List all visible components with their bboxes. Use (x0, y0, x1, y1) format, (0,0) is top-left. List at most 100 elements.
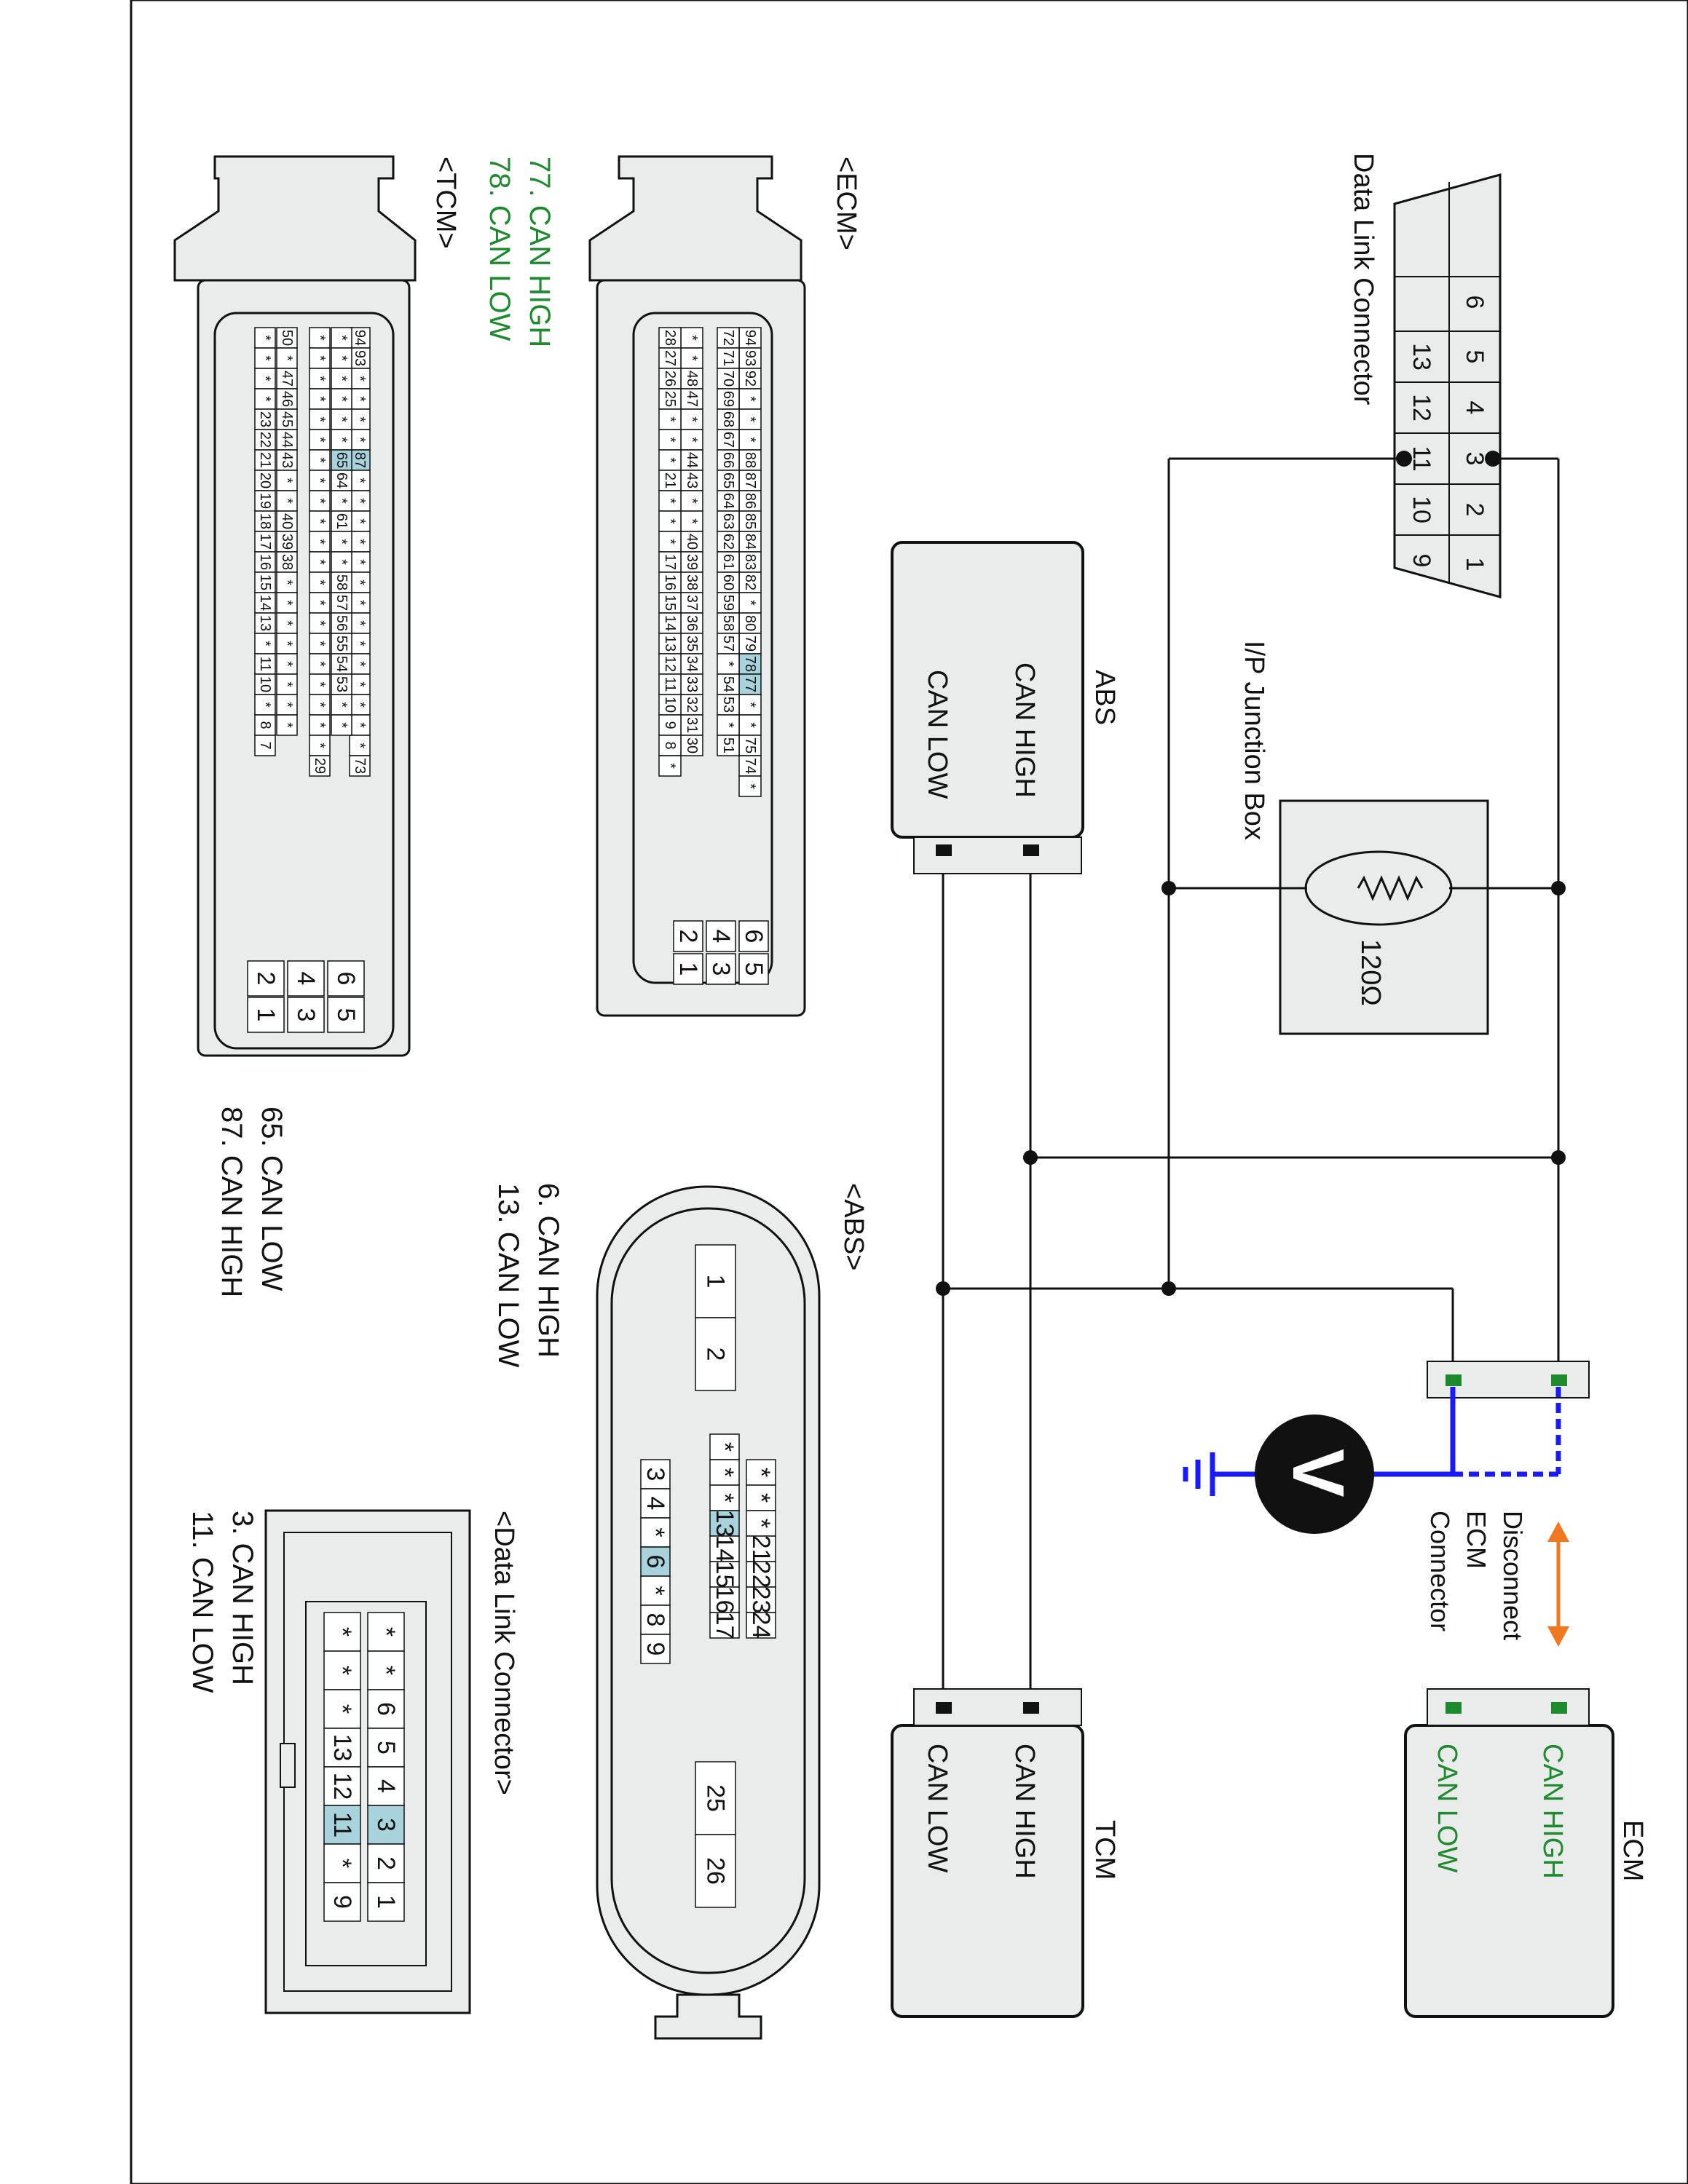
svg-text:*: * (279, 579, 295, 585)
ecm-pin: 12 (658, 653, 682, 675)
ecm-pin: 37 (680, 592, 703, 614)
svg-text:*: * (312, 661, 328, 667)
svg-text:21: 21 (257, 452, 273, 468)
svg-text:37: 37 (684, 595, 700, 611)
svg-text:*: * (747, 1468, 775, 1477)
tcm-pin: * (331, 327, 352, 349)
tcm-pin: 94 (349, 327, 371, 349)
svg-text:*: * (312, 518, 328, 524)
ecm-pin: 61 (717, 551, 740, 573)
tcm-pin: 11 (254, 653, 276, 675)
svg-text:7: 7 (257, 741, 273, 749)
abs-connector-title: <ABS> (838, 1183, 869, 1270)
svg-text:*: * (352, 641, 368, 646)
svg-text:*: * (312, 416, 328, 422)
tcm-pin: 56 (331, 612, 352, 634)
svg-text:74: 74 (742, 758, 758, 774)
ecm-pin: 44 (680, 449, 703, 471)
svg-text:23: 23 (747, 1586, 775, 1614)
tcm-pin: * (309, 510, 331, 532)
svg-text:22: 22 (257, 432, 273, 448)
ecm-pin: 63 (717, 510, 740, 532)
tcm-pin: * (309, 327, 331, 349)
svg-text:*: * (257, 355, 273, 361)
svg-text:*: * (711, 1493, 738, 1503)
ecm-pin: 86 (738, 490, 762, 512)
svg-text:8: 8 (642, 1613, 669, 1627)
tcm-pin: * (349, 368, 371, 389)
ecm-pin: 36 (680, 612, 703, 634)
svg-text:*: * (352, 518, 368, 524)
ecm-pin: 8 (658, 735, 682, 756)
tcm-pin: 61 (331, 510, 352, 532)
svg-text:92: 92 (742, 371, 758, 387)
svg-text:*: * (684, 437, 700, 443)
svg-text:24: 24 (747, 1612, 775, 1639)
dlc-face-pin: * (323, 1650, 361, 1690)
tcm-pin: * (309, 388, 331, 410)
svg-text:*: * (662, 518, 678, 524)
dlc-face-pin: * (367, 1650, 405, 1690)
diagram-frame (130, 0, 1688, 2184)
tcm-pin: * (331, 368, 352, 389)
ecm-pin: * (738, 775, 762, 797)
tcm-pin: * (349, 592, 371, 614)
ecm-pin: 58 (717, 612, 740, 634)
svg-text:*: * (312, 579, 328, 585)
svg-text:8: 8 (257, 721, 273, 729)
ecm-pin: 43 (680, 470, 703, 491)
svg-text:*: * (312, 722, 328, 728)
ecm-can-low: CAN LOW (1432, 1744, 1462, 1872)
svg-text:*: * (684, 355, 700, 361)
ecm-pin: 83 (738, 551, 762, 573)
svg-text:1: 1 (702, 1275, 730, 1289)
tcm-module: TCM CAN HIGH CAN LOW (891, 1688, 1120, 2018)
tcm-pin: * (331, 429, 352, 451)
ecm-module: ECM CAN HIGH CAN LOW (1404, 1688, 1648, 2018)
svg-text:33: 33 (684, 676, 700, 692)
tcm-pin: 45 (276, 408, 298, 430)
dlc-face-pin: 12 (323, 1766, 361, 1806)
tcm-pin: 23 (254, 408, 276, 430)
ecm-pin: 48 (680, 368, 703, 389)
svg-text:48: 48 (684, 371, 700, 387)
svg-text:13: 13 (257, 615, 273, 631)
svg-text:*: * (334, 437, 350, 443)
svg-text:*: * (352, 376, 368, 381)
tcm-pin: 18 (254, 510, 276, 532)
ecm-pin: * (680, 347, 703, 369)
tcm-pin: * (254, 327, 276, 349)
svg-text:*: * (312, 641, 328, 646)
ecm-pin: 72 (717, 327, 740, 349)
abs-pin: 13 (709, 1510, 740, 1537)
svg-text:*: * (352, 702, 368, 708)
svg-text:*: * (257, 335, 273, 341)
ecm-pin: 74 (738, 755, 762, 777)
tcm-pin: * (331, 531, 352, 553)
svg-text:*: * (372, 1627, 400, 1637)
tcm-pin: 47 (276, 368, 298, 389)
svg-text:*: * (742, 600, 758, 606)
tcm-title: TCM (1089, 1820, 1120, 1880)
dlc-face-pin: 3 (367, 1805, 405, 1845)
tcm-pin: * (349, 408, 371, 430)
svg-text:*: * (257, 641, 273, 646)
tcm-pin: * (309, 368, 331, 389)
tcm-pin: * (309, 633, 331, 654)
splice-dots (936, 881, 1566, 1296)
svg-text:57: 57 (720, 636, 736, 652)
ecm-pin: 32 (680, 694, 703, 716)
svg-text:2: 2 (674, 930, 702, 943)
ecm-pin: 47 (680, 388, 703, 410)
svg-text:53: 53 (334, 676, 350, 692)
svg-text:*: * (711, 1442, 738, 1452)
svg-text:75: 75 (742, 737, 758, 753)
svg-text:15: 15 (257, 574, 273, 590)
svg-text:57: 57 (334, 595, 350, 611)
svg-text:*: * (334, 335, 350, 341)
svg-text:15: 15 (711, 1561, 738, 1588)
tcm-connector-view: 9493****87**************73******6564*61*… (173, 155, 461, 1297)
dlc-pin-label: 9 (1408, 554, 1435, 568)
svg-text:*: * (279, 478, 295, 483)
abs-pin: * (709, 1484, 740, 1511)
